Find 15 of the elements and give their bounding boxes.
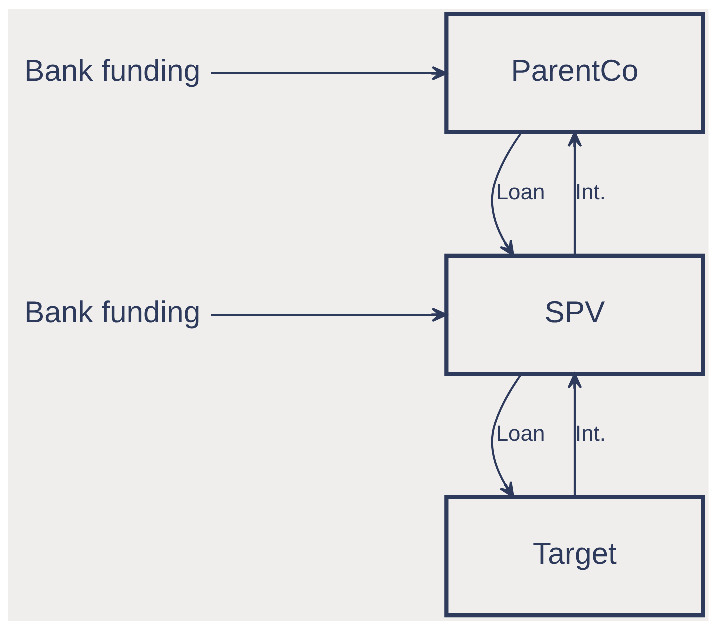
- node-text: Bank funding: [24, 296, 201, 330]
- arrow: [491, 132, 523, 256]
- node-text: Bank funding: [24, 54, 201, 88]
- arrow: [568, 372, 582, 497]
- arrow: [568, 131, 582, 256]
- node-box: SPV: [444, 253, 706, 376]
- edge-label: Loan: [496, 178, 546, 204]
- edge-label: Int.: [575, 178, 606, 204]
- node-box: ParentCo: [444, 12, 706, 134]
- edge-label: Int.: [575, 420, 606, 446]
- edge-label: Loan: [496, 420, 546, 446]
- arrow: [211, 66, 448, 80]
- node-box: Target: [444, 494, 706, 618]
- arrow: [491, 373, 523, 498]
- arrow: [211, 307, 448, 322]
